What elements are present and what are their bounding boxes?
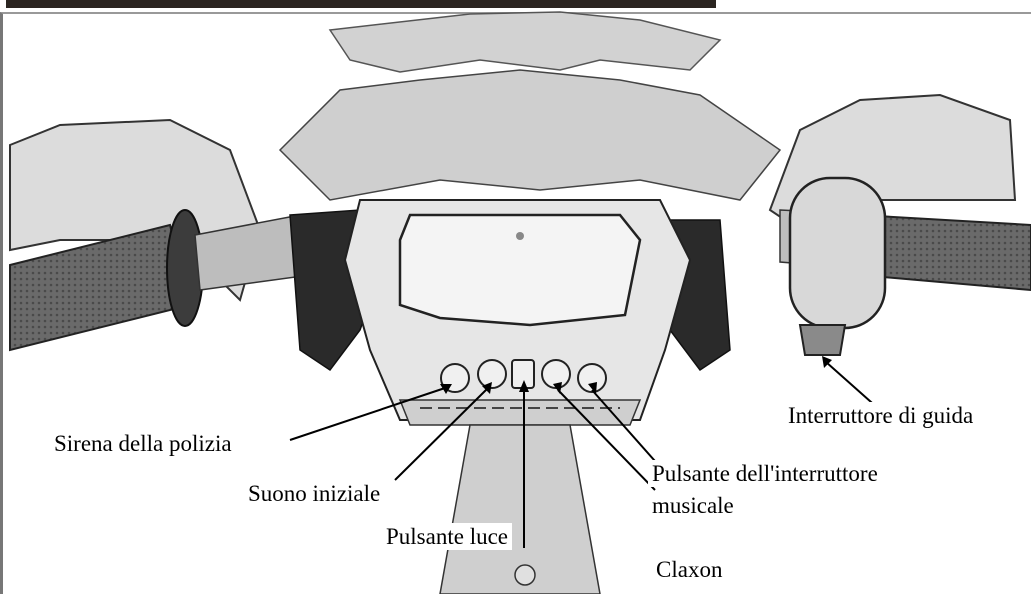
label-interruttore-guida: Interruttore di guida — [784, 402, 977, 429]
label-musicale-line2: musicale — [648, 492, 738, 519]
label-suono-iniziale: Suono iniziale — [244, 480, 384, 507]
drive-switch-housing — [790, 178, 885, 328]
center-cowl — [280, 70, 780, 200]
label-pulsante-luce: Pulsante luce — [382, 523, 512, 550]
label-sirena-polizia: Sirena della polizia — [50, 430, 236, 457]
display-window — [400, 215, 640, 325]
label-claxon: Claxon — [652, 556, 726, 583]
top-fairing — [330, 12, 720, 72]
label-musicale-line1: Pulsante dell'interruttore — [648, 460, 882, 487]
